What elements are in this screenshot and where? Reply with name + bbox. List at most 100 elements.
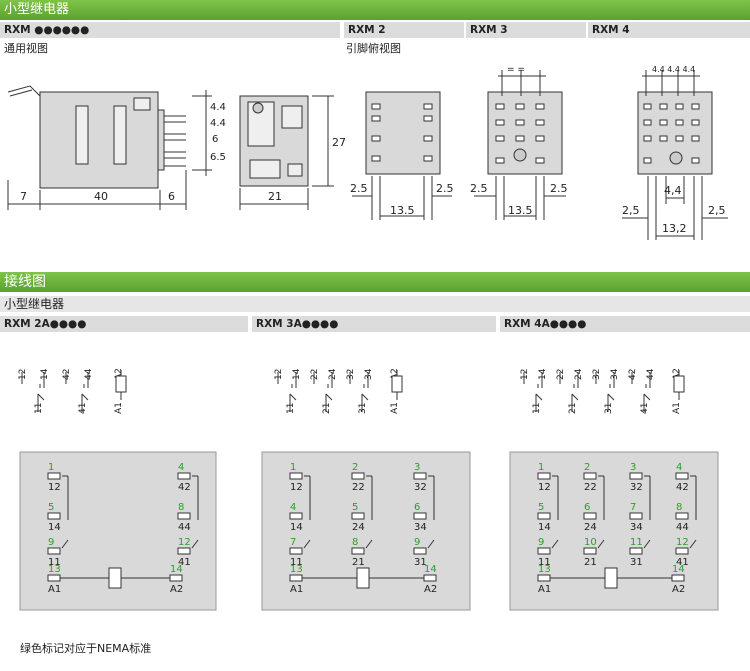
rxm4-term-top: 34 (610, 368, 620, 380)
rxm4-terminal (583, 547, 597, 555)
rxm4-dim-top: 4.4 4.4 4.4 (652, 65, 695, 74)
rxm2-nema-label: 1 (48, 462, 54, 473)
rxm3-terminal-label: 24 (352, 522, 365, 533)
rxm2-contact (81, 393, 89, 401)
rxm4-coil (673, 375, 685, 393)
dim-6-v: 6 (212, 134, 218, 145)
rxm2-pin-view (352, 91, 452, 220)
rxm3-nema-label: 6 (414, 502, 420, 513)
rxm2-terminal (177, 547, 191, 555)
rxm3-terminal-label: 12 (290, 482, 303, 493)
dim-6: 6 (168, 190, 175, 203)
rxm2-dim-left: 2.5 (350, 182, 368, 195)
rxm2-nema-label: 8 (178, 502, 184, 513)
rxm4-nema-label: 10 (584, 537, 597, 548)
rxm3-terminal (413, 472, 427, 480)
rxm3-nema-label: 7 (290, 537, 296, 548)
rxm4-terminal (537, 472, 551, 480)
rxm3-nema-label: 14 (424, 564, 437, 575)
rxm4-nema-label: 7 (630, 502, 636, 513)
rxm3-coil-bottom: A1 (390, 402, 400, 414)
rxm3-terminal (289, 547, 303, 555)
rxm2-coil (108, 567, 122, 589)
rxm3-wire (303, 539, 311, 549)
rxm4-terminal-label: 11 (538, 557, 551, 568)
rxm4-terminal-label: 12 (538, 482, 551, 493)
dim-4-4-a: 4.4 (210, 102, 226, 113)
rxm4-term-bottom: 41 (640, 403, 650, 414)
rxm3-wire (365, 539, 373, 549)
rxm3-terminal-label: 11 (290, 557, 303, 568)
rxm3-contact (289, 393, 297, 401)
rxm2-term-top: 42 (62, 369, 72, 380)
rxm3-terminal (351, 547, 365, 555)
rxm4-terminal (537, 547, 551, 555)
rxm3-terminal (289, 574, 303, 582)
rxm4-contact (571, 393, 579, 401)
rxm4-term-bottom: 11 (532, 403, 542, 414)
rxm4-contact (535, 393, 543, 401)
general-view-label: 通用视图 (4, 42, 48, 55)
rxm4-terminal-label: A2 (672, 584, 685, 595)
rxm3-term-top: 32 (346, 369, 356, 380)
rxm3-nema-label: 3 (414, 462, 420, 473)
rxm2-terminal-label: 14 (48, 522, 61, 533)
rxm4-terminal-label: 42 (676, 482, 689, 493)
section-header-relay: 小型继电器 (0, 0, 750, 20)
rxm4-coil-top: A2 (672, 368, 682, 380)
rxm2-terminal (47, 512, 61, 520)
caption-rxm2a: RXM 2A●●●● (0, 316, 248, 332)
rxm2-term-bottom: 41 (78, 403, 88, 414)
rxm2-coil (115, 375, 127, 393)
section-header-wiring: 接线图 (0, 272, 750, 292)
rxm2-terminal (47, 547, 61, 555)
rxm3-term-bottom: 21 (322, 403, 332, 414)
rxm4-contact (643, 393, 651, 401)
relay-front-view (239, 95, 334, 210)
rxm4-terminal-label: 21 (584, 557, 597, 568)
rxm4-term-bottom: 31 (604, 403, 614, 414)
rxm3-nema-label: 1 (290, 462, 296, 473)
rxm4-term-top: 22 (556, 369, 566, 380)
rxm4-term-bottom: 21 (568, 403, 578, 414)
caption-rxm4: RXM 4 (588, 22, 750, 38)
rxm4-terminal-label: 34 (630, 522, 643, 533)
rxm2-wire (191, 539, 199, 549)
rxm3-terminal-label: 14 (290, 522, 303, 533)
rxm3-term-bottom: 11 (286, 403, 296, 414)
rxm2-nema-label: 12 (178, 537, 191, 548)
rxm4-dim-span: 13,2 (662, 222, 687, 235)
rxm3-terminal-label: A1 (290, 584, 303, 595)
rxm4-terminal (675, 547, 689, 555)
rxm4-pin-view (622, 70, 728, 240)
rxm3-dim-left: 2.5 (470, 182, 488, 195)
rxm3-terminal-label: 22 (352, 482, 365, 493)
rxm4-nema-label: 11 (630, 537, 643, 548)
rxm2-nema-label: 5 (48, 502, 54, 513)
rxm2-terminal-label: 11 (48, 557, 61, 568)
rxm3-term-bottom: 31 (358, 403, 368, 414)
wiring-subheader: 小型继电器 (0, 296, 750, 312)
rxm4-terminal (671, 574, 685, 582)
rxm4-terminal-label: 41 (676, 557, 689, 568)
rxm3-coil (391, 375, 403, 393)
rxm4-terminal (537, 574, 551, 582)
rxm4-terminal-label: 14 (538, 522, 551, 533)
footnote: 绿色标记对应于NEMA标准 (20, 642, 152, 655)
dim-40: 40 (94, 190, 108, 203)
rxm3-terminal-label: 21 (352, 557, 365, 568)
caption-rxm3: RXM 3 (466, 22, 586, 38)
rxm3-pin-view (474, 70, 566, 220)
rxm4-dim-right: 2,5 (708, 204, 726, 217)
relay-side-view (7, 85, 212, 210)
rxm2-terminal (177, 472, 191, 480)
rxm4-terminal-label: 24 (584, 522, 597, 533)
pin-view-label: 引脚俯视图 (346, 42, 401, 55)
rxm3-dim-equal: = = (507, 65, 525, 75)
rxm3-dim-span: 13.5 (508, 204, 533, 217)
rxm4-dim-left: 2,5 (622, 204, 640, 217)
caption-rxm3a: RXM 3A●●●● (252, 316, 496, 332)
dim-27: 27 (332, 136, 346, 149)
rxm4-coil (604, 567, 618, 589)
rxm4-nema-label: 3 (630, 462, 636, 473)
